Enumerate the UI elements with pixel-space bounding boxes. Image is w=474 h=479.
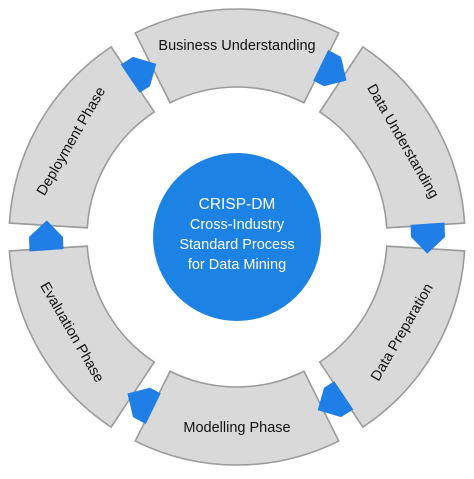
center-line-4: for Data Mining xyxy=(188,257,286,273)
arrow-after-deployment-phase xyxy=(120,56,157,93)
segment-modelling-phase xyxy=(134,370,340,466)
center-line-1: CRISP-DM xyxy=(199,196,276,213)
center-badge: CRISP-DM Cross-Industry Standard Process… xyxy=(153,153,321,321)
center-circle xyxy=(153,153,321,321)
segment-business-understanding xyxy=(134,8,340,104)
arrow-after-business-understanding xyxy=(313,50,347,87)
label-business-understanding: Business Understanding xyxy=(158,38,315,54)
center-line-2: Cross-Industry xyxy=(190,217,285,233)
arrow-after-evaluation-phase xyxy=(29,220,64,252)
arrow-after-data-understanding xyxy=(410,222,445,254)
arrows-layer xyxy=(29,50,445,424)
segment-data-understanding xyxy=(318,45,466,229)
segment-evaluation-phase xyxy=(8,245,156,429)
arrow-after-modelling-phase xyxy=(127,387,161,424)
label-modelling-phase: Modelling Phase xyxy=(183,420,290,436)
segment-data-preparation xyxy=(318,245,466,429)
segments-layer xyxy=(8,8,466,466)
center-line-3: Standard Process xyxy=(179,237,294,253)
arrow-after-data-preparation xyxy=(317,381,354,418)
segment-deployment-phase xyxy=(8,45,156,229)
